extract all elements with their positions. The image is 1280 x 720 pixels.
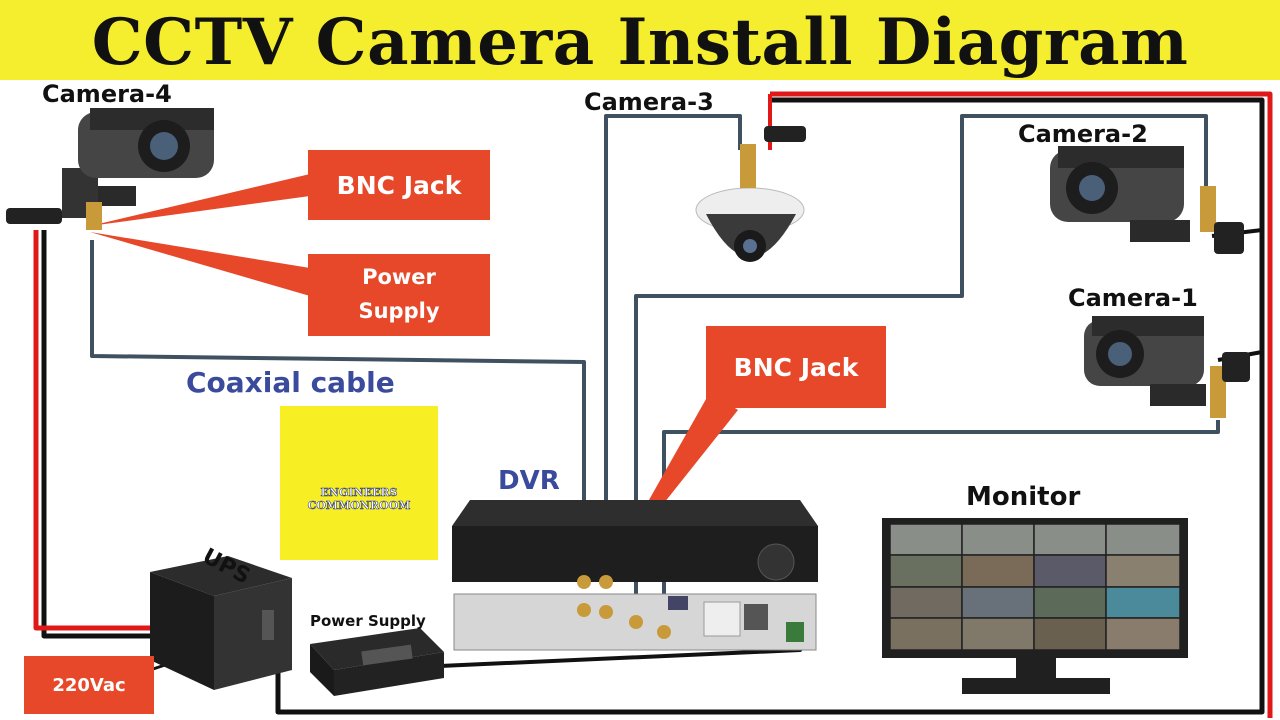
- coaxial-cable-label: Coaxial cable: [186, 366, 395, 399]
- dvr-image: [452, 500, 818, 651]
- monitor-image: [882, 518, 1188, 694]
- camera-4-image: [6, 108, 214, 230]
- camera-3-image: [695, 126, 806, 262]
- camera-4-label: Camera-4: [42, 80, 172, 108]
- logo-text-line-2: COMMONROOM: [307, 499, 411, 513]
- logo-text-line-1: ENGINEERS: [320, 486, 398, 500]
- coax-camera4: [90, 240, 586, 570]
- bnc-jack-callout-dvr: BNC Jack: [706, 326, 886, 408]
- coax-camera3: [604, 114, 742, 570]
- power-supply-label: Power Supply: [310, 612, 426, 630]
- power-supply-callout: Power Supply: [308, 254, 490, 336]
- power-adapter-image: [310, 628, 444, 696]
- monitor-label: Monitor: [966, 482, 1081, 512]
- camera-2-image: [1050, 146, 1244, 254]
- dvr-label: DVR: [498, 466, 560, 496]
- 220vac-tag: 220Vac: [24, 656, 154, 714]
- title-banner: [0, 0, 1280, 80]
- camera-1-image: [1084, 316, 1250, 418]
- bnc-jack-callout-top: BNC Jack: [308, 150, 490, 220]
- ups-image: [150, 556, 292, 690]
- camera-3-label: Camera-3: [584, 88, 714, 116]
- page-title: CCTV Camera Install Diagram: [91, 5, 1189, 80]
- power-wire-right-black: [275, 97, 1265, 715]
- camera-1-label: Camera-1: [1068, 284, 1198, 312]
- coax-camera2: [634, 114, 1208, 612]
- power-wire-right-red: [770, 91, 1273, 718]
- callout-pointer-bnc-top: [90, 174, 310, 226]
- camera-2-label: Camera-2: [1018, 120, 1148, 148]
- engineers-commonroom-logo: ENGINEERS COMMONROOM: [280, 406, 438, 560]
- callout-pointer-power: [90, 232, 310, 296]
